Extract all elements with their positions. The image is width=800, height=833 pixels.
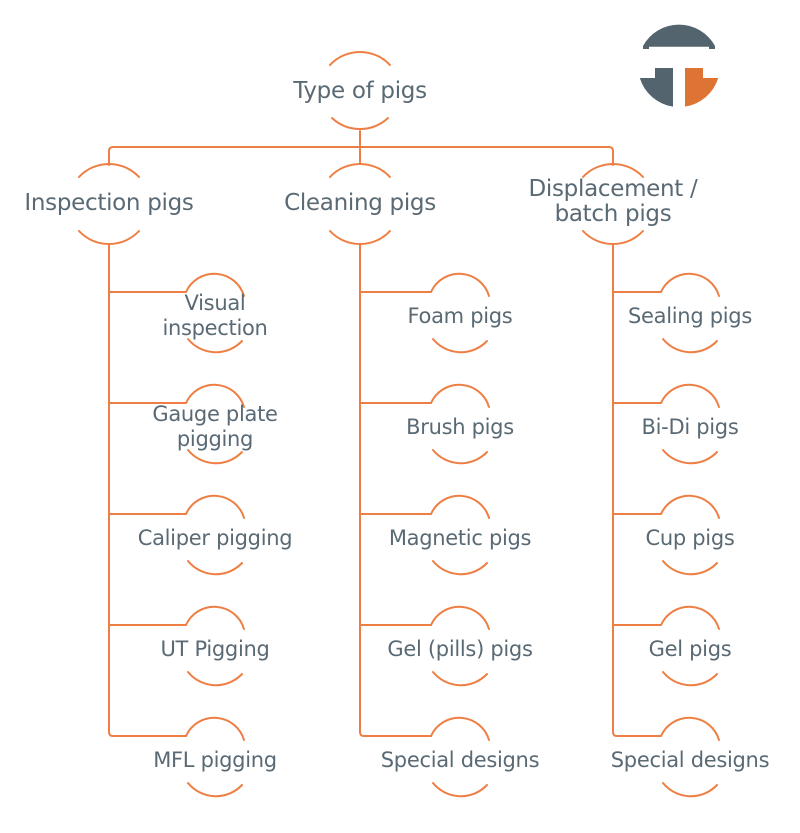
child-label-gel-pills-pigs: Gel (pills) pigs — [387, 637, 533, 661]
logo-left-wedge-icon — [639, 68, 673, 107]
child-label-ut-pigging: UT Pigging — [160, 637, 270, 661]
child-node-arcs-caliper-pigging — [185, 494, 245, 576]
child-label-special-designs-cleaning: Special designs — [380, 748, 540, 772]
child-node-arcs-cup-pigs — [660, 494, 720, 576]
branch-label-cleaning: Cleaning pigs — [284, 190, 436, 216]
child-node-arcs-brush-pigs — [430, 383, 490, 465]
child-node-arcs-ut-pigging — [185, 605, 245, 687]
child-node-arcs-foam-pigs — [430, 272, 490, 354]
child-label-special-designs-displacement: Special designs — [610, 748, 770, 772]
child-label-visual-inspection: Visual inspection — [162, 291, 268, 340]
child-node-arcs-gel-pigs — [660, 605, 720, 687]
logo-slate-parts — [639, 24, 715, 107]
child-label-brush-pigs: Brush pigs — [406, 415, 514, 439]
branch-lines-cleaning — [359, 291, 432, 626]
branch-label-inspection: Inspection pigs — [24, 190, 194, 216]
child-label-caliper-pigging: Caliper pigging — [137, 526, 293, 550]
child-node-arcs-mfl-pigging — [185, 716, 245, 798]
child-node-arcs-special-designs-cleaning — [430, 716, 490, 798]
trunk-displacement — [612, 243, 662, 737]
child-node-arcs-bi-di-pigs — [660, 383, 720, 465]
child-label-sealing-pigs: Sealing pigs — [628, 304, 752, 328]
child-label-foam-pigs: Foam pigs — [407, 304, 513, 328]
child-label-gauge-plate-pigging: Gauge plate pigging — [152, 402, 278, 451]
branch-lines-displacement — [612, 291, 662, 626]
child-node-arcs-visual-inspection — [185, 272, 245, 354]
root-node-arcs — [329, 51, 391, 131]
connector-lines — [78, 51, 720, 798]
child-label-mfl-pigging: MFL pigging — [153, 748, 277, 772]
child-node-arcs-special-designs-displacement — [660, 716, 720, 798]
child-label-cup-pigs: Cup pigs — [645, 526, 735, 550]
branch-lines-inspection — [108, 291, 187, 626]
child-node-arcs-magnetic-pigs — [430, 494, 490, 576]
child-node-arcs-sealing-pigs — [660, 272, 720, 354]
logo — [639, 24, 719, 107]
logo-dome-icon — [643, 24, 715, 49]
child-node-arcs-gel-pills-pigs — [430, 605, 490, 687]
child-label-bi-di-pigs: Bi-Di pigs — [641, 415, 739, 439]
child-node-arcs-gauge-plate-pigging — [185, 383, 245, 465]
logo-right-wedge-icon — [685, 68, 719, 107]
root-node-label: Type of pigs — [293, 78, 427, 104]
trunk-inspection — [108, 243, 187, 737]
trunk-cleaning — [359, 243, 432, 737]
child-label-magnetic-pigs: Magnetic pigs — [388, 526, 532, 550]
child-label-gel-pigs: Gel pigs — [648, 637, 732, 661]
branch-label-displacement: Displacement / batch pigs — [528, 176, 698, 227]
